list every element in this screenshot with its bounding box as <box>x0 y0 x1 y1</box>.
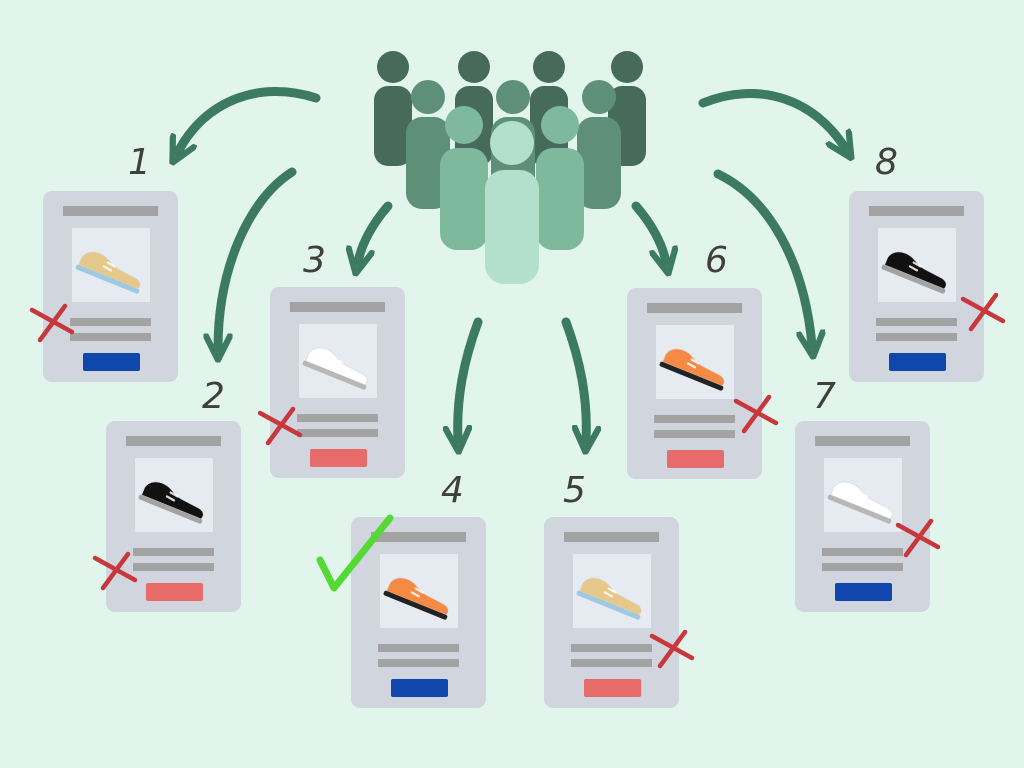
text-line-placeholder <box>822 563 903 571</box>
variant-card-3 <box>270 287 405 478</box>
variant-card-7 <box>795 421 930 612</box>
arrow-to-8 <box>698 88 845 148</box>
arrow-to-5 <box>561 317 586 440</box>
green-checkmark-icon <box>316 514 394 592</box>
cta-button <box>584 679 641 697</box>
red-cross-icon <box>92 551 138 591</box>
title-placeholder <box>869 206 964 216</box>
sneaker-icon <box>827 481 893 524</box>
title-placeholder <box>126 436 221 446</box>
arrow-to-4 <box>458 317 483 440</box>
variant-card-8 <box>849 191 984 382</box>
sneaker-icon <box>383 577 449 620</box>
text-line-placeholder <box>133 548 214 556</box>
text-line-placeholder <box>571 644 652 652</box>
cta-button <box>667 450 724 468</box>
sneaker-icon <box>75 251 141 294</box>
variant-number: 1 <box>128 142 151 183</box>
text-line-placeholder <box>654 430 735 438</box>
title-placeholder <box>371 532 466 542</box>
text-line-placeholder <box>133 563 214 571</box>
text-line-placeholder <box>822 548 903 556</box>
title-placeholder <box>63 206 158 216</box>
variant-card-6 <box>627 288 762 479</box>
text-line-placeholder <box>70 333 151 341</box>
title-placeholder <box>647 303 742 313</box>
variant-cards: 1 2 3 4 5 6 7 8 <box>29 142 1006 708</box>
variant-number: 3 <box>303 240 326 281</box>
cta-button <box>391 679 448 697</box>
red-cross-icon <box>733 394 779 434</box>
variant-number: 7 <box>813 376 836 417</box>
sneaker-icon <box>659 348 725 391</box>
text-line-placeholder <box>876 333 957 341</box>
text-line-placeholder <box>654 415 735 423</box>
title-placeholder <box>815 436 910 446</box>
text-line-placeholder <box>70 318 151 326</box>
variant-number: 5 <box>563 470 586 511</box>
variant-card-1 <box>43 191 178 382</box>
red-cross-icon <box>29 303 75 343</box>
sneaker-icon <box>138 481 204 524</box>
title-placeholder <box>564 532 659 542</box>
text-line-placeholder <box>378 644 459 652</box>
red-cross-icon <box>649 629 695 669</box>
arrow-to-2 <box>218 167 297 348</box>
text-line-placeholder <box>571 659 652 667</box>
arrow-to-6 <box>631 201 666 262</box>
arrows <box>178 87 845 440</box>
sneaker-icon <box>302 347 368 390</box>
variant-card-5 <box>544 517 679 708</box>
variant-number: 4 <box>441 470 464 511</box>
sneaker-icon <box>881 251 947 294</box>
cta-button <box>889 353 946 371</box>
front-row <box>440 106 584 250</box>
text-line-placeholder <box>378 659 459 667</box>
arrow-to-7 <box>713 169 812 345</box>
variant-card-2 <box>106 421 241 612</box>
text-line-placeholder <box>876 318 957 326</box>
text-line-placeholder <box>297 429 378 437</box>
cta-button <box>835 583 892 601</box>
variant-number: 2 <box>202 376 225 417</box>
title-placeholder <box>290 302 385 312</box>
cta-button <box>310 449 367 467</box>
center-person <box>485 121 539 284</box>
audience-group-icon <box>374 51 646 284</box>
cta-button <box>83 353 140 371</box>
variant-number: 6 <box>705 240 728 281</box>
sneaker-icon <box>576 577 642 620</box>
red-cross-icon <box>895 518 941 558</box>
text-line-placeholder <box>297 414 378 422</box>
variant-number: 8 <box>875 142 898 183</box>
arrow-to-1 <box>178 87 321 152</box>
red-cross-icon <box>960 292 1006 332</box>
red-cross-icon <box>257 406 303 446</box>
arrow-to-3 <box>358 201 393 262</box>
cta-button <box>146 583 203 601</box>
variant-card-4 <box>351 517 486 708</box>
